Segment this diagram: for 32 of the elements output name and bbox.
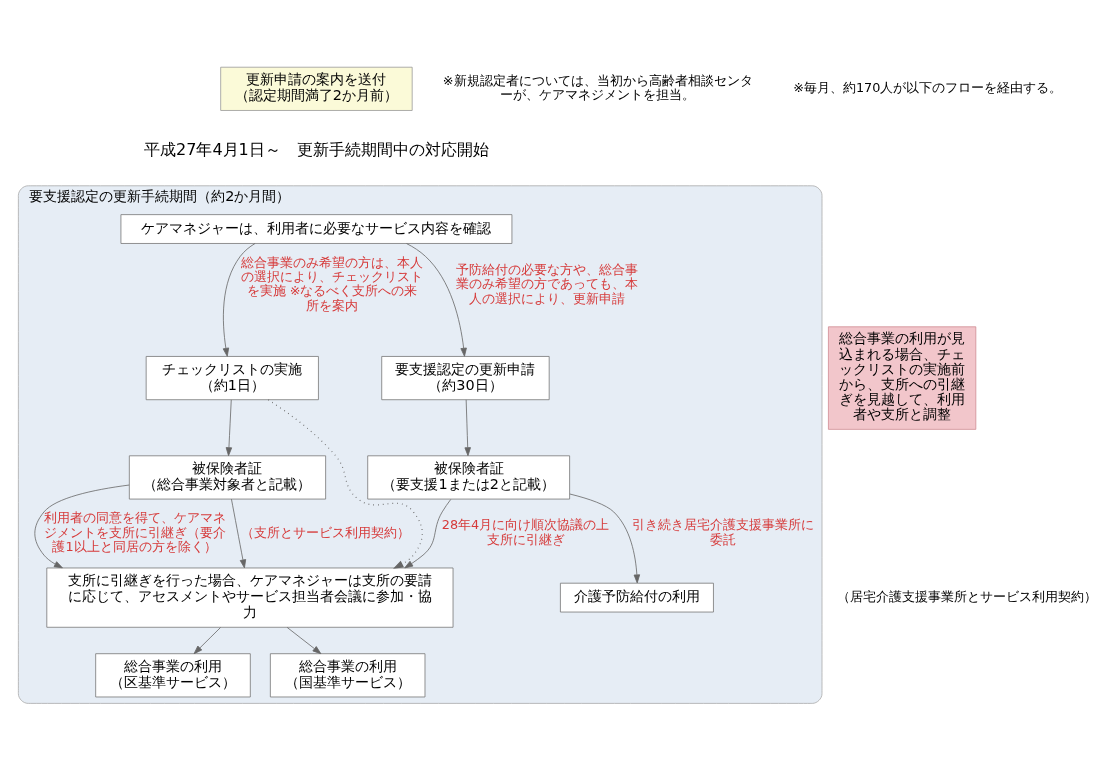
node-box: 被保険者証 （総合事業対象者と記載） xyxy=(128,454,327,499)
node-box: 更新申請の案内を送付 （認定期間満了2か月前） xyxy=(220,66,413,111)
arrow xyxy=(267,398,423,569)
label: （居宅介護支援事業所とサービス利用契約） xyxy=(837,588,1098,604)
node-box: 総合事業の利用 （国基準サービス） xyxy=(269,652,426,697)
node-box: 支所に引継ぎを行った場合、ケアマネジャーは支所の要請に応じて、アセスメントやサービス担当者会議に参加・協力 xyxy=(46,567,454,628)
node-box: 総合事業の利用 （区基準サービス） xyxy=(95,652,251,697)
label: 平成27年4月1日～ 更新手続期間中の対応開始 xyxy=(144,139,489,159)
arrow xyxy=(231,498,247,568)
arrow xyxy=(34,484,130,568)
edge-label: 総合事業のみ希望の方は、本人の選択により、チェックリストを実施 ※なるべく支所への来所を案内 xyxy=(241,254,424,313)
node-box: 介護予防給付の利用 xyxy=(560,582,714,612)
arrow xyxy=(286,626,322,654)
label: ※新規認定者については、当初から高齢者相談センターが、ケアマネジメントを担当。 xyxy=(442,72,753,102)
edge-label: 引き続き居宅介護支援事業所に委託 xyxy=(632,516,815,547)
arrow xyxy=(225,398,233,456)
node-box: 総合事業の利用が見込まれる場合、チェックリストの実施前から、支所への引継ぎを見越して、利用者や支所と調整 xyxy=(828,325,977,430)
arrow xyxy=(464,398,471,456)
arrow xyxy=(404,498,452,568)
edge-label: 利用者の同意を得て、ケアマネジメントを支所に引継ぎ（要介護1以上と同居の方を除く） xyxy=(43,509,226,554)
arrow xyxy=(406,242,467,357)
node-box: 要支援認定の更新申請 （約30日） xyxy=(381,355,550,400)
node-box: チェックリストの実施 （約1日） xyxy=(145,355,319,400)
arrow xyxy=(222,242,256,357)
label: ※毎月、約170人が以下のフローを経由する。 xyxy=(793,79,1063,95)
node-box: ケアマネジャーは、利用者に必要なサービス内容を確認 xyxy=(120,213,513,244)
edge-label: 28年4月に向け順次協議の上支所に引継ぎ xyxy=(441,516,610,547)
node-box: 被保険者証 （要支援1または2と記載） xyxy=(367,454,570,499)
edge-label: 予防給付の必要な方や、総合事業のみ希望の方であっても、本人の選択により、更新申請 xyxy=(455,261,638,306)
edge-label: （支所とサービス利用契約） xyxy=(240,524,410,540)
arrow xyxy=(193,626,221,654)
arrow xyxy=(569,493,641,583)
